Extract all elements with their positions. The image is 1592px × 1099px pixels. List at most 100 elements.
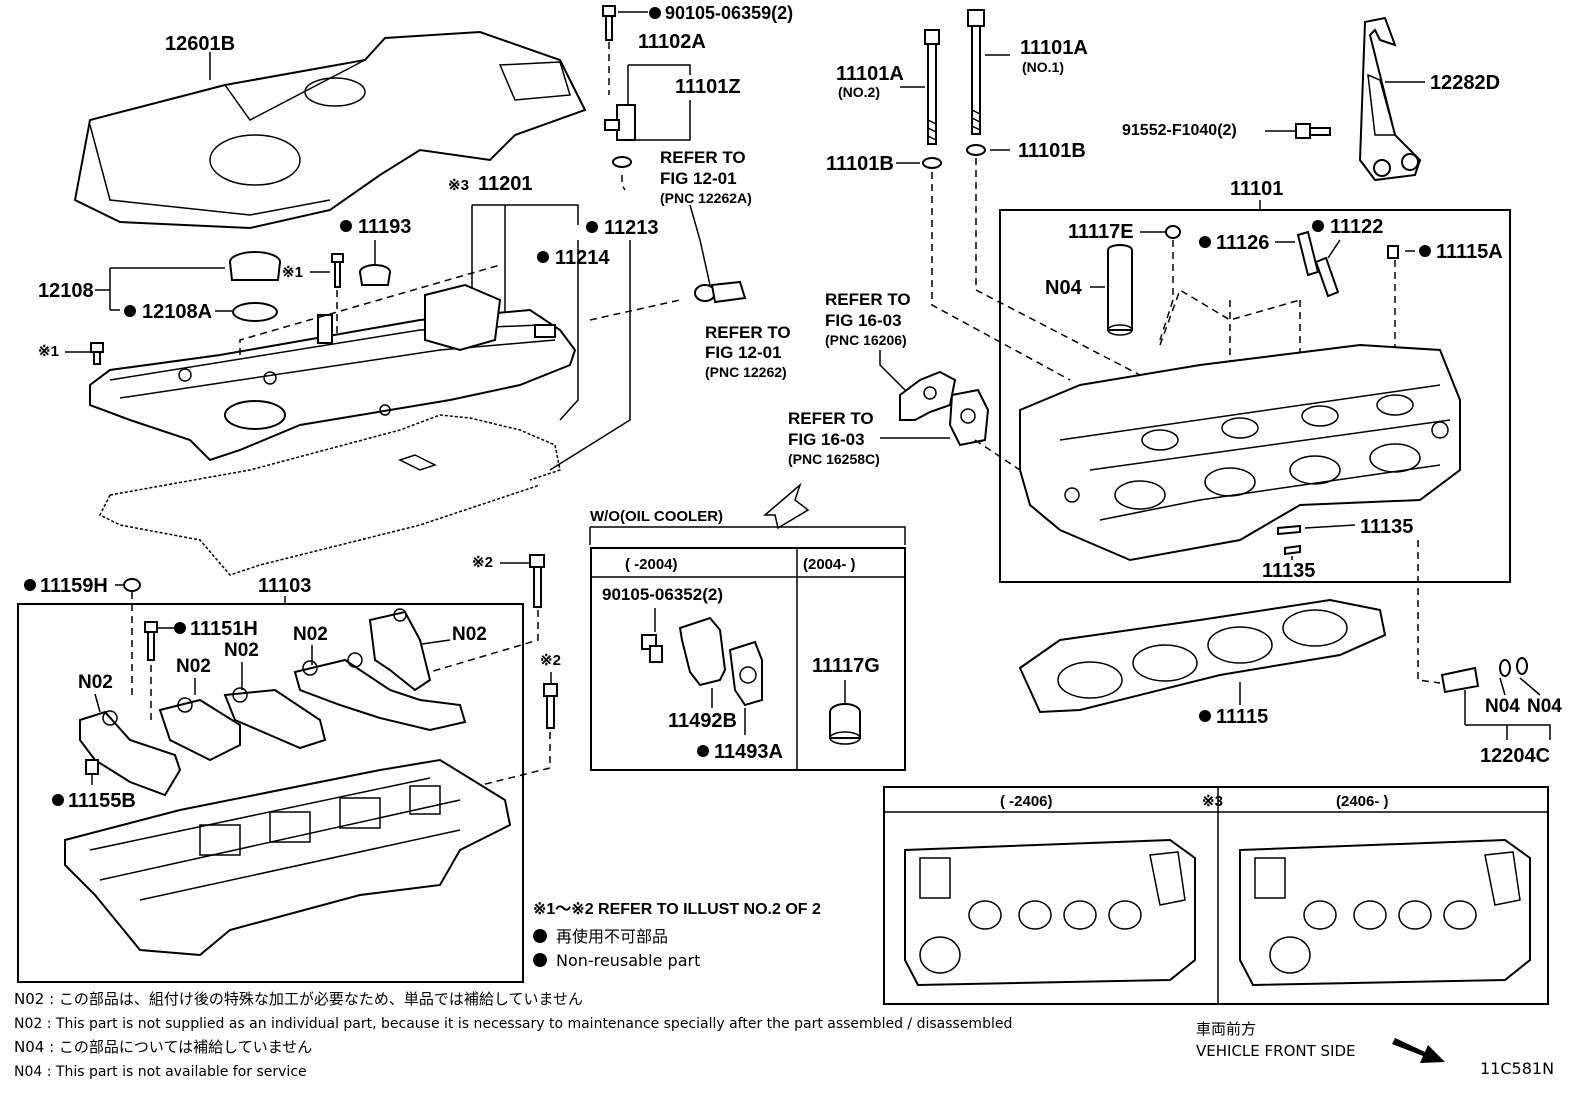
label-n02-1: N02 [293, 624, 328, 645]
washer-left-illustration [922, 157, 942, 169]
bolt-no2-illustration [924, 29, 940, 145]
front-arrow-icon [1392, 1038, 1445, 1063]
plug-11117g-illustration [829, 703, 861, 745]
label-bolt-11151h: 11151H [190, 618, 258, 640]
label-diagram-id: 11C581N [1480, 1059, 1554, 1078]
pin-11126-illustration [1296, 230, 1320, 277]
oil-cap-illustration [229, 251, 281, 322]
label-legend-en: Non-reusable part [556, 951, 700, 970]
label-refer2-fig: FIG 12-01 [705, 343, 782, 362]
label-n02-4: N02 [224, 640, 259, 661]
cam-housing-illustration [64, 758, 512, 957]
label-refer1-fig: FIG 12-01 [660, 169, 737, 188]
sensor-12204c-illustration [1440, 657, 1528, 694]
label-wo-oil-cooler: W/O(OIL COOLER) [590, 508, 723, 525]
note-n02-jp: N02 : この部品は、組付け後の特殊な加工が必要なため、単品では補給していませ… [14, 990, 583, 1008]
plug-11159h-illustration [123, 578, 141, 592]
label-v-col1: ( -2406) [1000, 793, 1053, 810]
label-sensor-a: 11102A [638, 31, 706, 53]
label-front-jp: 車両前方 [1196, 1020, 1256, 1038]
bracket-illustration [1358, 16, 1422, 182]
washer-right-illustration [966, 144, 986, 156]
pin-11135-a-illustration [1277, 524, 1301, 536]
label-head-cover-mark: ※3 [448, 177, 469, 194]
non-reusable-dot-icon-2 [533, 953, 547, 967]
head-cover-old-illustration [904, 838, 1196, 987]
label-v-col2: (2406- ) [1336, 793, 1389, 810]
label-bolt-oc: 90105-06352(2) [602, 585, 723, 604]
label-bolt-top: 90105-06359(2) [665, 3, 793, 23]
sleeve-n04-illustration [1107, 244, 1133, 336]
plug-11193-illustration [359, 264, 391, 286]
head-cover-new-illustration [1239, 838, 1531, 987]
label-refer3-pnc: (PNC 16206) [825, 332, 907, 348]
bolt-11151h-illustration [144, 621, 158, 661]
bolt-mark1b-illustration [90, 342, 104, 365]
variant-box [883, 786, 1549, 1005]
label-refer3: REFER TO [825, 290, 911, 309]
label-pin-11122: 11122 [1330, 216, 1383, 238]
label-n02-2: N02 [452, 624, 487, 645]
label-mark1a: ※1 [282, 264, 303, 281]
label-refer4: REFER TO [788, 409, 874, 428]
label-n02-3: N02 [176, 656, 211, 677]
label-washer-left: 11101B [826, 153, 894, 175]
label-sensor-z: 11101Z [675, 76, 741, 98]
label-refer3-fig: FIG 16-03 [825, 311, 902, 330]
label-n04-a: N04 [1045, 277, 1083, 299]
bolt-bracket-illustration [1295, 123, 1331, 139]
pin-11122-illustration [1314, 256, 1340, 298]
label-pin-11135-a: 11135 [1360, 516, 1413, 538]
label-refer4-fig: FIG 16-03 [788, 430, 865, 449]
label-bolt-no2: 11101A [836, 63, 904, 85]
bolt-no1-illustration [967, 9, 985, 135]
oil-cooler-box [590, 547, 906, 771]
label-plug-11115a: 11115A [1436, 241, 1503, 263]
cam-caps-illustration [79, 608, 467, 797]
note-n04-jp: N04 : この部品については補給していません [14, 1038, 312, 1056]
bolt-mark2a-illustration [529, 554, 545, 608]
sensor-16206-illustration [899, 370, 990, 447]
label-cap: 12108 [38, 280, 94, 302]
label-refer1-pnc: (PNC 12262A) [660, 190, 752, 206]
non-reusable-dot-icon [533, 929, 547, 943]
label-col1: ( -2004) [625, 556, 678, 573]
label-bracket: 12282D [1430, 72, 1500, 94]
plug-11155b-illustration [85, 759, 99, 775]
hose-illustration [694, 280, 747, 304]
label-n04-b: N04 [1485, 696, 1520, 717]
head-cover-illustration [89, 283, 577, 462]
label-pin-11126: 11126 [1216, 232, 1269, 254]
gasket-11493a-illustration [728, 640, 763, 707]
label-bolt-bracket: 91552-F1040(2) [1122, 122, 1237, 139]
note-n04-en: N04 : This part is not available for ser… [14, 1064, 307, 1080]
label-plug-11117g: 11117G [812, 655, 880, 677]
label-gasket-11213: 11213 [604, 217, 659, 239]
label-front-en: VEHICLE FRONT SIDE [1196, 1042, 1356, 1060]
label-mark1b: ※1 [38, 343, 59, 360]
housing-box [17, 603, 524, 983]
label-refer4-pnc: (PNC 16258C) [788, 451, 880, 467]
label-no1: (NO.1) [1022, 59, 1064, 75]
label-refer2-pnc: (PNC 12262) [705, 364, 787, 380]
label-col2: (2004- ) [803, 556, 856, 573]
label-mark3-title: ※3 [1202, 793, 1223, 810]
label-plug-11193: 11193 [358, 216, 411, 238]
label-gasket-11493a: 11493A [714, 741, 783, 763]
label-plug-11117e: 11117E [1068, 221, 1134, 243]
plug-11117e-illustration [1165, 225, 1181, 239]
head-gasket-illustration [1018, 598, 1387, 714]
note-n02-en: N02 : This part is not supplied as an in… [14, 1016, 1012, 1032]
label-refer2: REFER TO [705, 323, 791, 342]
label-refer1: REFER TO [660, 148, 746, 167]
label-plate-11492b: 11492B [668, 710, 737, 732]
bolt-oc-illustration [641, 634, 663, 663]
label-gasket-11214: 11214 [555, 247, 610, 269]
label-no2: (NO.2) [838, 84, 880, 100]
plug-11115a-illustration [1387, 245, 1399, 259]
label-sensor-12204c: 12204C [1480, 745, 1550, 767]
bolt-mark1a-illustration [331, 253, 344, 288]
sensor-illustration [604, 104, 636, 168]
pin-11135-b-illustration [1284, 544, 1301, 556]
